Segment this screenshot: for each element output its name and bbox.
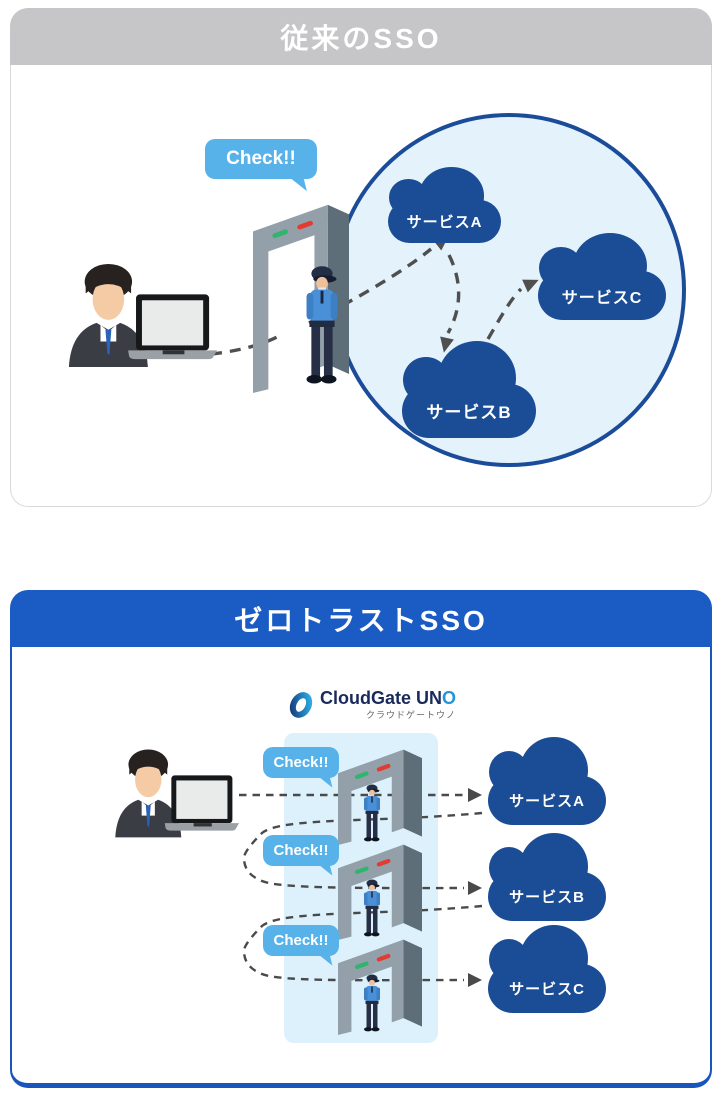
cloud-base: サービスC: [488, 963, 606, 1013]
logo-brand-main: CloudGate UN: [320, 688, 443, 708]
traditional-sso-body: サービスA サービスC サービスB Check!!: [10, 65, 712, 507]
zerotrust-sso-title: ゼロトラストSSO: [234, 604, 488, 636]
zerotrust-sso-header: ゼロトラストSSO: [10, 590, 712, 647]
user-with-laptop: [68, 263, 217, 368]
service-c-label: サービスC: [509, 980, 585, 998]
check-speech-bubble-3: Check!!: [263, 925, 339, 956]
cloudgate-uno-logo: CloudGate UNO クラウドゲートウノ: [288, 689, 456, 721]
service-b-label: サービスB: [509, 888, 585, 906]
cloud-base: サービスB: [488, 871, 606, 921]
logo-brand-accent: O: [442, 688, 457, 708]
cloud-service-c: サービスC: [488, 925, 606, 1013]
check-label-2: Check!!: [273, 842, 329, 859]
security-gate-2: [338, 844, 422, 940]
arrowhead-service-b: [440, 336, 454, 353]
cloudgate-logo-icon: [289, 692, 313, 718]
arrowhead-service-a: [468, 788, 482, 802]
traditional-flow-graphics: [68, 204, 539, 393]
check-label-3: Check!!: [273, 932, 329, 949]
service-a-label: サービスA: [406, 214, 483, 232]
cloudgate-logo-text: CloudGate UNO クラウドゲートウノ: [320, 689, 456, 720]
cloud-service-a: サービスA: [488, 737, 606, 825]
security-guard-3: [364, 974, 380, 1032]
logo-brand-subtitle: クラウドゲートウノ: [366, 710, 457, 720]
cloud-base: サービスB: [402, 383, 536, 438]
dash-service-a-to-b: [446, 254, 461, 334]
service-b-label: サービスB: [426, 403, 512, 423]
cloud-base: サービスC: [538, 271, 666, 320]
security-gate-3: [338, 939, 422, 1035]
dash-service-b-to-c: [486, 287, 523, 340]
cloud-base: サービスA: [488, 775, 606, 825]
service-c-label: サービスC: [561, 289, 643, 307]
panel-traditional-sso: 従来のSSO: [10, 8, 712, 508]
check-speech-bubble: Check!!: [205, 139, 317, 179]
zerotrust-sso-body: CloudGate UNO クラウドゲートウノ Check!! Check!! …: [10, 647, 712, 1088]
check-label: Check!!: [226, 148, 296, 169]
check-speech-bubble-1: Check!!: [263, 747, 339, 778]
zerotrust-flow-graphics: [115, 749, 483, 1035]
arrowhead-service-c: [468, 973, 482, 987]
security-gate-1: [338, 749, 422, 845]
security-guard-2: [364, 879, 380, 937]
cloud-service-b: サービスB: [488, 833, 606, 921]
user-with-laptop: [115, 749, 239, 838]
check-label-1: Check!!: [273, 754, 329, 771]
arrowhead-service-b: [468, 881, 482, 895]
traditional-sso-header: 従来のSSO: [10, 8, 712, 65]
dash-user-to-gate: [210, 335, 278, 356]
cloud-service-c: サービスC: [538, 233, 666, 320]
cloud-service-a: サービスA: [388, 167, 501, 243]
panel-zerotrust-sso: ゼロトラストSSO: [10, 590, 712, 1090]
arrowhead-service-c: [522, 279, 539, 293]
check-speech-bubble-2: Check!!: [263, 835, 339, 866]
cloud-base: サービスA: [388, 200, 501, 243]
traditional-sso-title: 従来のSSO: [280, 22, 442, 54]
service-a-label: サービスA: [509, 792, 585, 810]
security-guard-1: [364, 784, 380, 842]
cloud-service-b: サービスB: [402, 341, 536, 438]
